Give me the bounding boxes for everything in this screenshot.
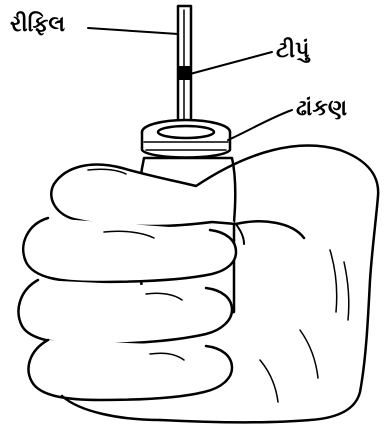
drop-mark (179, 66, 190, 80)
hand-finger-2 (19, 280, 232, 344)
label-refill: રીફિલ (10, 14, 65, 36)
label-drop: ટીપું (276, 40, 309, 62)
leader-drop (190, 52, 272, 74)
hand-finger-3 (29, 340, 232, 400)
leader-cap (228, 110, 292, 140)
hand-shading (260, 250, 349, 402)
leader-refill (88, 28, 178, 34)
label-cap: ઢાંકણ (296, 98, 347, 120)
bottle-cap (142, 120, 230, 158)
